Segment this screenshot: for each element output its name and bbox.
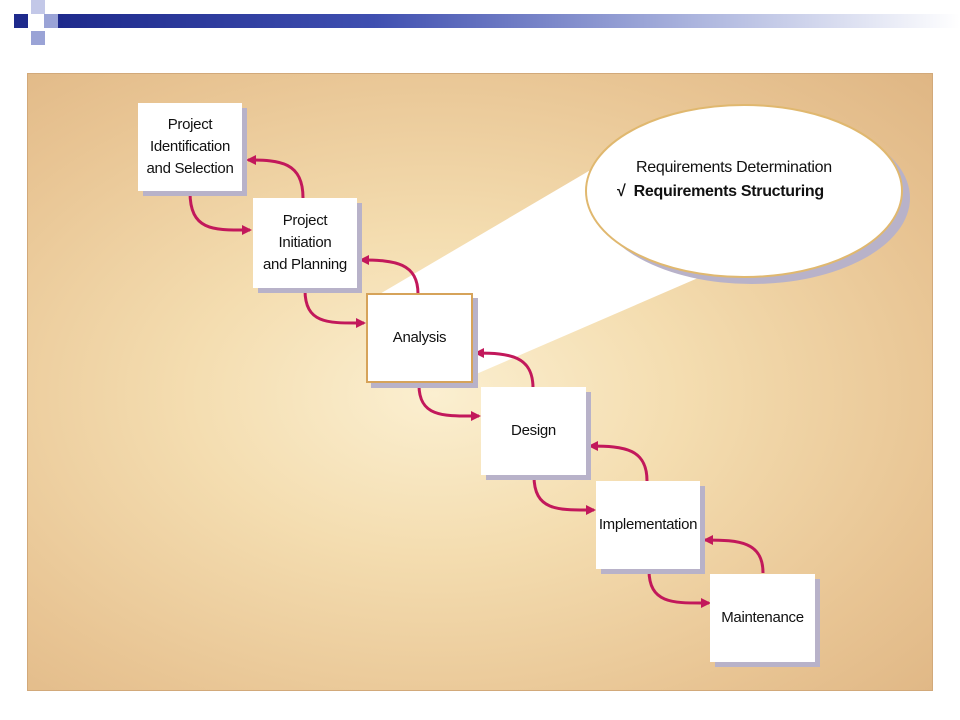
arrow-forward-1 [188,191,252,236]
arrow-forward-3 [417,384,481,422]
stage-maintenance: Maintenance [710,574,815,662]
arrow-back-2 [359,255,420,295]
corner-square-light-1 [31,0,45,14]
arrow-back-1 [246,155,305,199]
arrow-forward-2 [303,289,366,329]
arrow-forward-5 [647,569,711,609]
stage-analysis: Analysis [366,293,473,383]
stage-project-identification: Project Identification and Selection [138,103,242,191]
stage-design: Design [481,387,586,475]
check-mark-icon: √ [617,183,626,200]
arrow-back-5 [703,535,765,574]
title-bar [58,14,960,28]
callout-item-requirements-determination: Requirements Determination [636,159,832,176]
stage-project-initiation: Project Initiation and Planning [253,198,357,288]
corner-square-light-3 [31,31,45,45]
corner-square-light-2 [44,14,58,28]
arrow-back-3 [474,348,535,389]
callout-bubble [585,104,903,278]
arrow-forward-4 [532,475,596,516]
corner-square-dark [14,14,28,28]
callout-item-requirements-structuring: √ Requirements Structuring [617,180,832,204]
arrow-back-4 [588,441,649,482]
callout-item-label: Requirements Structuring [633,183,824,200]
stage-implementation: Implementation [596,481,700,569]
callout-text: Requirements Determination √ Requirement… [617,156,832,204]
